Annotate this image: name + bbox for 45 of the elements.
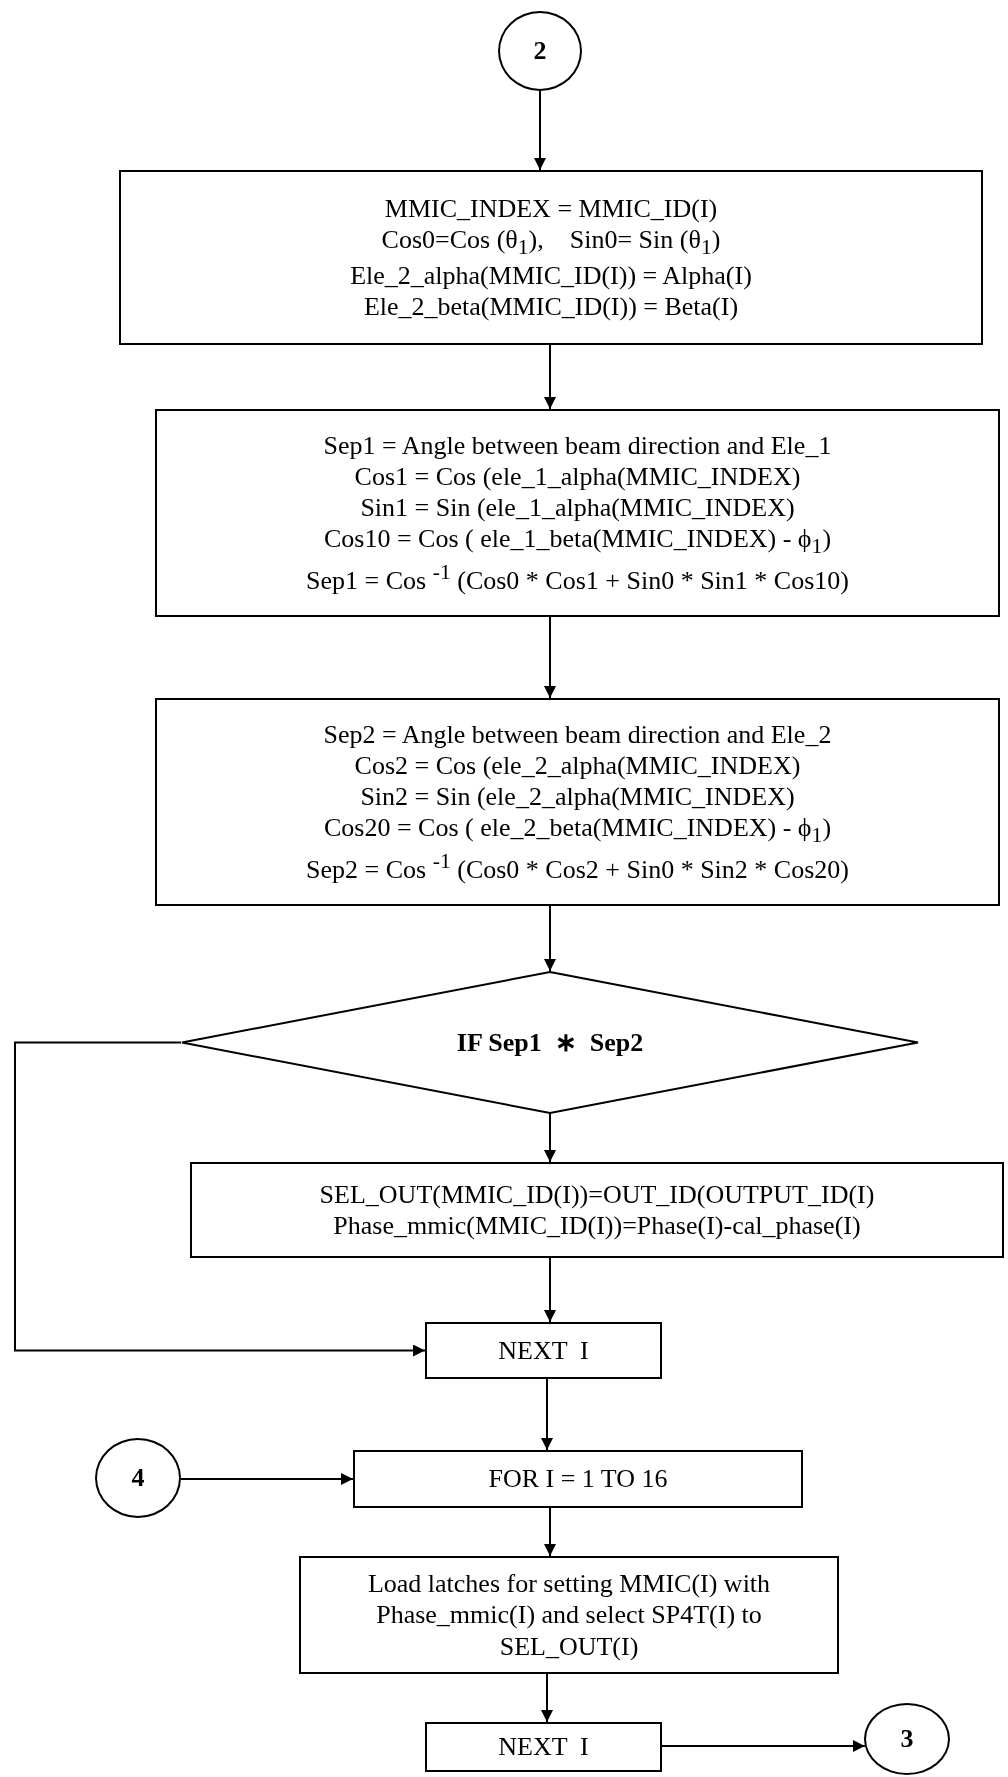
process-text: Sep2 = Angle between beam direction and Ele_2 <box>323 718 832 750</box>
process-box <box>425 1722 662 1772</box>
process-box <box>155 409 1000 617</box>
process-text: Ele_2_beta(MMIC_ID(I)) = Beta(I) <box>363 291 739 323</box>
process-box <box>190 1162 1004 1258</box>
arrow <box>544 1113 556 1163</box>
process-text: Ele_2_alpha(MMIC_ID(I)) = Alpha(I) <box>350 260 752 292</box>
process-text: Sep2 = Cos $^{-1}$ (Cos0 * Cos2 + Sin0 * Sin2 * Cos20) <box>306 848 849 886</box>
process-text: Sep1 = Cos $^{-1}$ (Cos0 * Cos1 + Sin0 * Sin1 * Cos10) <box>306 559 849 597</box>
process-text: Cos20 = Cos ( ele_2_beta(MMIC_INDEX) - ϕ$_{1}$) <box>323 812 832 849</box>
process-text: Cos0=Cos (θ$_{1}$), Sin0= Sin (θ$_{1}$) <box>381 223 721 260</box>
process-text: Cos2 = Cos (ele_2_alpha(MMIC_INDEX) <box>354 749 801 782</box>
condition-text: IF Sep1 ∗ Sep2 <box>456 1026 644 1059</box>
process-text: SEL_OUT(MMIC_ID(I))=OUT_ID(OUTPUT_ID(I) <box>319 1178 875 1210</box>
process-box <box>119 170 983 345</box>
process-box <box>353 1450 803 1508</box>
decision-diamond <box>181 971 919 1114</box>
arrow <box>544 905 556 972</box>
process-text: Cos1 = Cos (ele_1_alpha(MMIC_INDEX) <box>354 460 801 493</box>
process-box <box>155 698 1000 906</box>
process-text: FOR I = 1 TO 16 <box>488 1463 668 1495</box>
arrow <box>544 1507 556 1557</box>
arrow <box>180 1473 354 1485</box>
process-box <box>299 1556 839 1674</box>
arrow <box>544 616 556 699</box>
process-text: Sin2 = Sin (ele_2_alpha(MMIC_INDEX) <box>360 781 795 813</box>
process-text: NEXT I <box>498 1731 589 1763</box>
arrow <box>544 344 556 410</box>
arrow <box>541 1378 553 1451</box>
process-text: MMIC_INDEX = MMIC_ID(I) <box>384 192 718 224</box>
process-box <box>425 1322 662 1379</box>
process-text: Sep1 = Angle between beam direction and Ele_1 <box>323 429 832 461</box>
connector-label: 3 <box>900 1723 914 1755</box>
arrow <box>544 1257 556 1323</box>
arrow <box>661 1740 866 1752</box>
connector-label: 2 <box>533 35 547 67</box>
arrow <box>534 90 546 171</box>
arrow <box>14 1041 426 1357</box>
process-text: Phase_mmic(MMIC_ID(I))=Phase(I)-cal_phase(I) <box>333 1210 861 1242</box>
process-text: NEXT I <box>498 1334 589 1367</box>
process-text: Load latches for setting MMIC(I) with Phase_mmic(I) and select SP4T(I) to SEL_OUT(I) <box>366 1568 772 1662</box>
process-text: Cos10 = Cos ( ele_1_beta(MMIC_INDEX) - ϕ$_{1}$) <box>323 523 832 560</box>
arrow <box>541 1673 553 1723</box>
process-text: Sin1 = Sin (ele_1_alpha(MMIC_INDEX) <box>360 492 795 524</box>
connector-label: 4 <box>131 1462 145 1494</box>
